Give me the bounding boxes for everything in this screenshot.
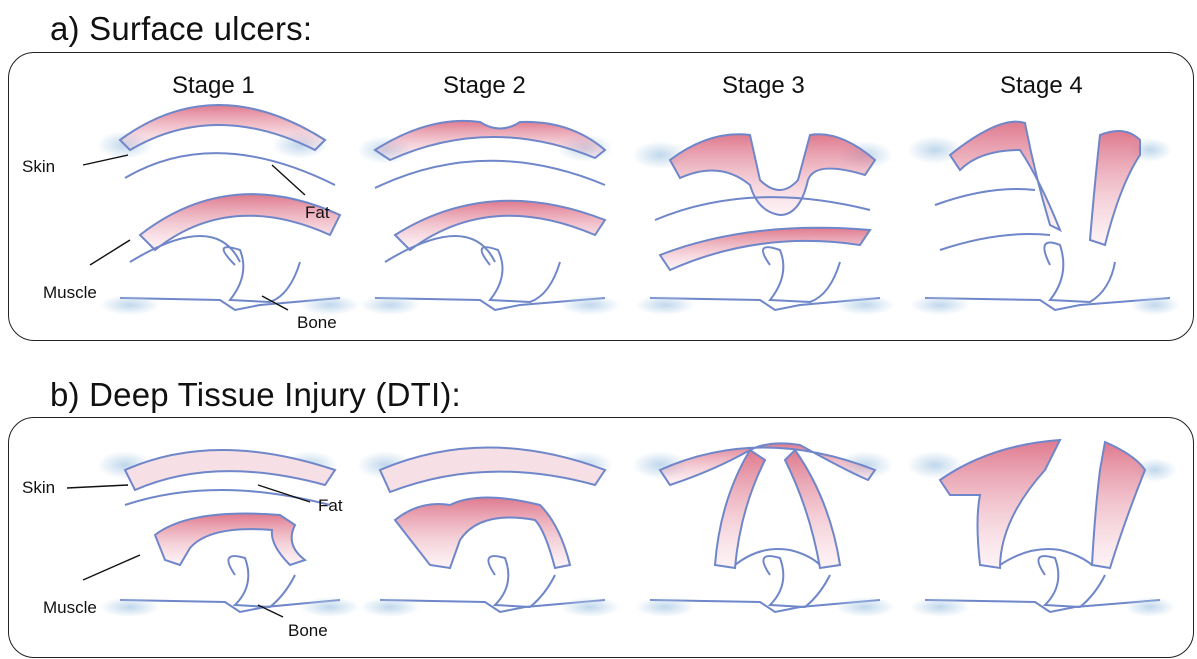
stage-4-label: Stage 4: [1000, 72, 1083, 100]
stage-2-label: Stage 2: [443, 72, 526, 100]
dti-bone-label: Bone: [288, 621, 328, 641]
dti-muscle-label: Muscle: [43, 598, 97, 618]
stage-3-label: Stage 3: [722, 72, 805, 100]
surface-stage-4-tissue: [907, 122, 1180, 315]
surface-leader-lines: [83, 155, 305, 310]
surface-skin-label: Skin: [22, 157, 55, 177]
dti-skin-label: Skin: [22, 478, 55, 498]
dti-stage-2-tissue: [357, 448, 620, 618]
surface-stage-3-tissue: [632, 134, 895, 315]
dti-stage-1-tissue: [97, 450, 360, 617]
dti-fat-label: Fat: [318, 496, 343, 516]
stage-1-label: Stage 1: [172, 72, 255, 100]
surface-bone-label: Bone: [297, 313, 337, 333]
surface-fat-label: Fat: [305, 203, 330, 223]
surface-stage-2-tissue: [357, 121, 620, 315]
dti-stage-3-tissue: [632, 443, 895, 617]
dti-stage-4-tissue: [907, 440, 1177, 617]
surface-muscle-label: Muscle: [43, 283, 97, 303]
